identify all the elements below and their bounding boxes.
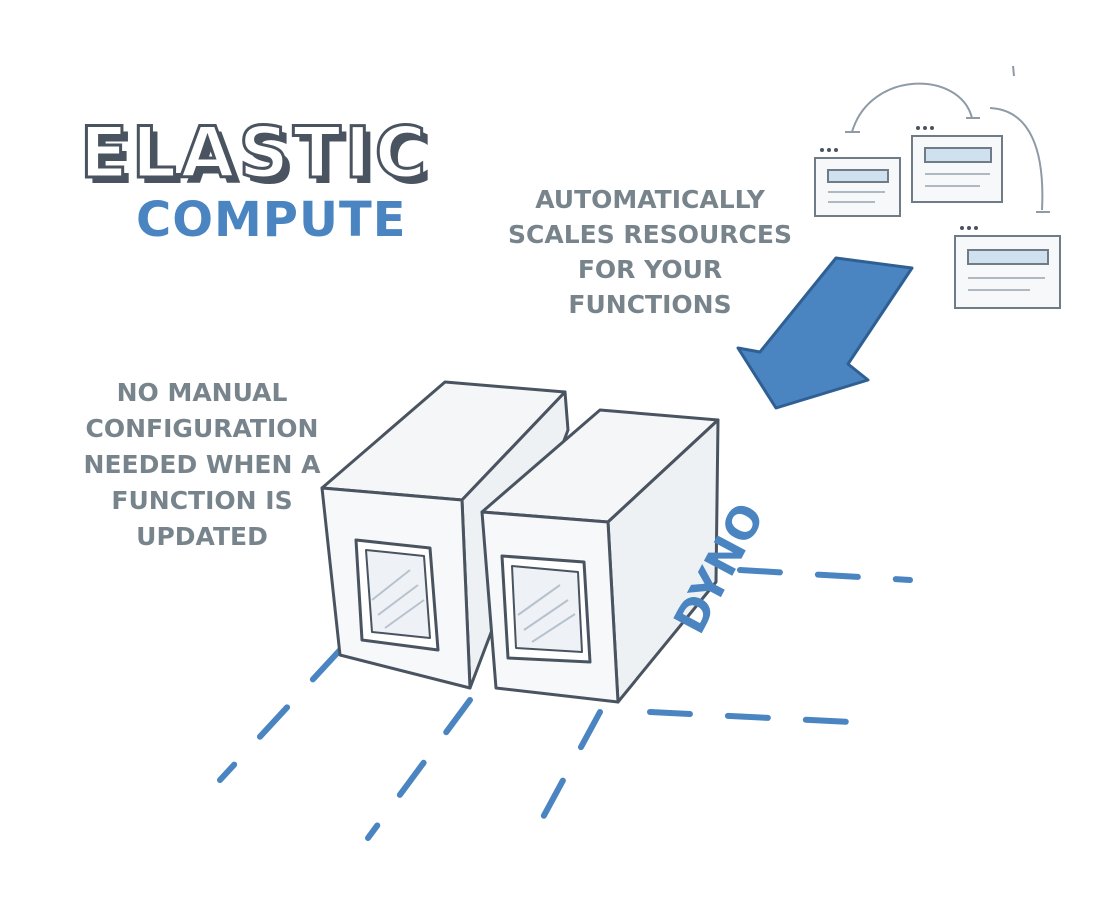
- dyno-box-right: [480, 408, 720, 704]
- floor-line-top: [737, 567, 913, 583]
- floor-line-bottom: [647, 709, 853, 725]
- floor-line-middle: [365, 697, 473, 841]
- floor-dashed-lines: [217, 567, 913, 848]
- caption-no-config: NO MANUAL CONFIGURATION NEEDED WHEN A FU…: [83, 378, 321, 551]
- caption-auto-scale: AUTOMATICALLY SCALES RESOURCES FOR YOUR …: [508, 185, 792, 319]
- window-connectors: [845, 82, 1050, 213]
- browser-window-2: [911, 126, 1003, 203]
- browser-window-1: [814, 148, 901, 217]
- tick-mark: [1012, 65, 1015, 77]
- browser-window-3: [954, 226, 1061, 309]
- floor-line-right: [525, 709, 603, 848]
- title-elastic: ELASTIC: [78, 112, 431, 194]
- floor-line-left: [217, 647, 343, 783]
- title-compute: COMPUTE: [136, 192, 407, 248]
- arrow-icon: [736, 256, 914, 410]
